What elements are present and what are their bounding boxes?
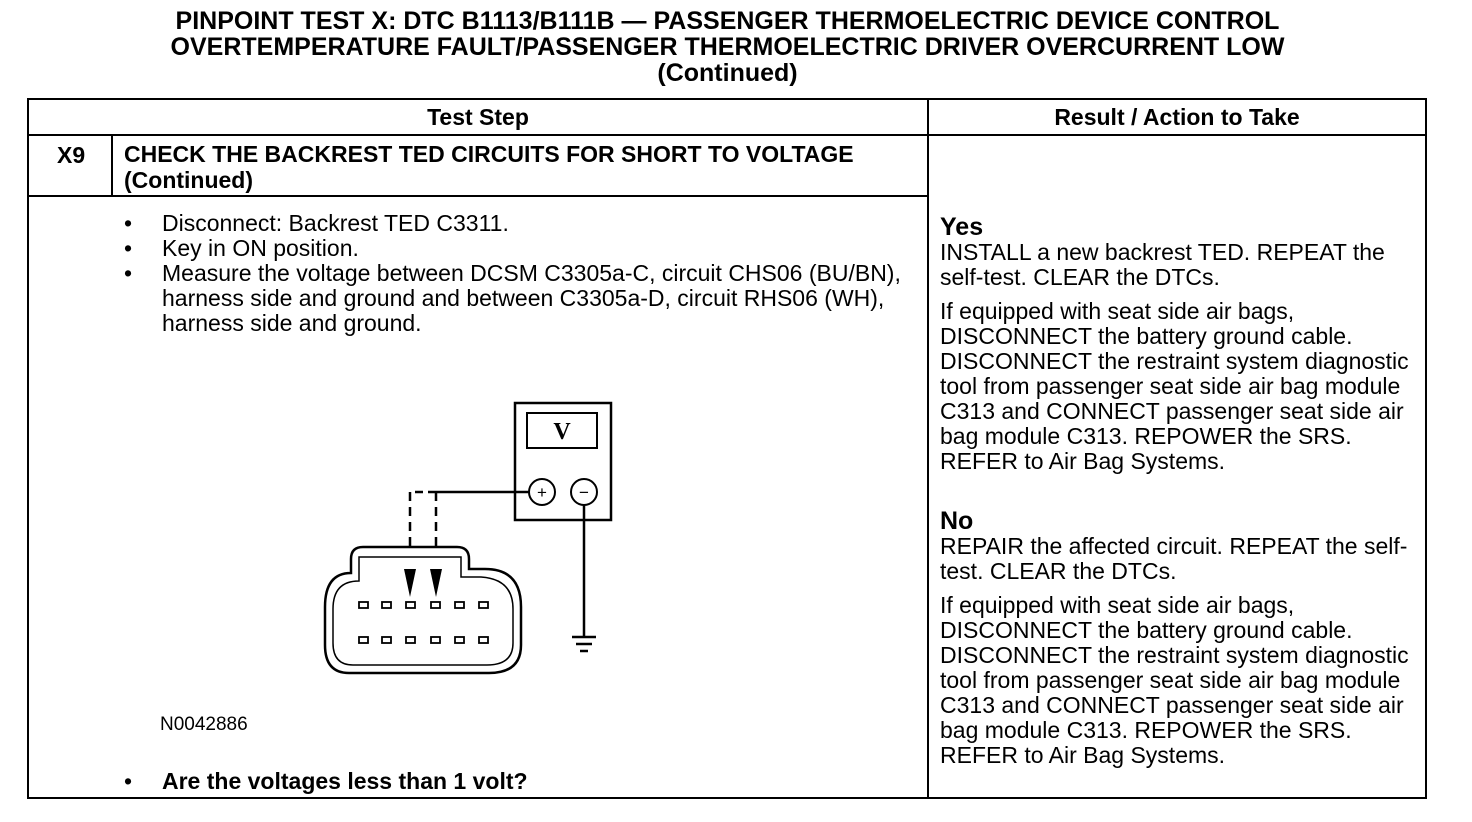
connector-pin <box>358 601 369 609</box>
step-question: • Are the voltages less than 1 volt? <box>124 768 528 795</box>
result-yes: Yes INSTALL a new backrest TED. REPEAT t… <box>940 214 1425 474</box>
connector-pin <box>478 636 489 644</box>
instruction-text: Disconnect: Backrest TED C3311. <box>162 210 509 236</box>
result-yes-note: If equipped with seat side air bags, DIS… <box>940 298 1409 474</box>
step-instructions: • Disconnect: Backrest TED C3311. • Key … <box>124 211 914 336</box>
question-text: Are the voltages less than 1 volt? <box>162 768 528 794</box>
minus-symbol: − <box>579 483 589 502</box>
connector-pin <box>381 601 392 609</box>
bullet-glyph: • <box>124 260 133 286</box>
instruction-text: Key in ON position. <box>162 235 359 261</box>
pinpoint-test-table: Test Step Result / Action to Take X9 CHE… <box>27 98 1427 799</box>
instruction-text: Measure the voltage between DCSM C3305a-… <box>162 260 901 336</box>
bullet-glyph: • <box>124 235 133 261</box>
result-no-action: REPAIR the affected circuit. REPEAT the … <box>940 533 1408 584</box>
list-item: • Key in ON position. <box>124 236 914 261</box>
probe-c-tip <box>404 569 416 597</box>
connector-pin <box>454 636 465 644</box>
connector-inner <box>332 556 514 666</box>
connector-body <box>323 545 523 675</box>
bullet-glyph: • <box>124 210 133 236</box>
page-title: PINPOINT TEST X: DTC B1113/B111B — PASSE… <box>0 8 1455 86</box>
list-item: • Disconnect: Backrest TED C3311. <box>124 211 914 236</box>
title-line-2: OVERTEMPERATURE FAULT/PASSENGER THERMOEL… <box>170 33 1285 61</box>
result-yes-label: Yes <box>940 213 984 241</box>
step-id: X9 <box>57 142 86 168</box>
result-no-note: If equipped with seat side air bags, DIS… <box>940 592 1409 768</box>
header-test-step: Test Step <box>427 104 529 130</box>
voltmeter-connector-diagram: V + − <box>323 401 613 675</box>
connector-pin <box>405 601 416 609</box>
pin-row-2 <box>358 636 489 644</box>
result-no: No REPAIR the affected circuit. REPEAT t… <box>940 508 1425 768</box>
list-item: • Measure the voltage between DCSM C3305… <box>124 261 914 336</box>
connector-pin <box>381 636 392 644</box>
step-title-rule <box>29 195 927 197</box>
title-line-1: PINPOINT TEST X: DTC B1113/B111B — PASSE… <box>175 7 1280 35</box>
connector-pin <box>405 636 416 644</box>
step-title: CHECK THE BACKREST TED CIRCUITS FOR SHOR… <box>124 141 854 193</box>
result-no-label: No <box>940 507 974 535</box>
connector-pin <box>430 601 441 609</box>
header-result: Result / Action to Take <box>1054 104 1300 130</box>
result-yes-action: INSTALL a new backrest TED. REPEAT the s… <box>940 239 1385 290</box>
title-line-3: (Continued) <box>657 59 798 87</box>
column-divider <box>927 100 929 797</box>
bullet-glyph: • <box>124 768 133 794</box>
connector-pin <box>454 601 465 609</box>
voltmeter-symbol: V <box>553 419 571 445</box>
plus-symbol: + <box>537 483 547 502</box>
step-id-divider <box>111 134 113 196</box>
header-rule <box>29 134 1425 136</box>
connector-pin <box>430 636 441 644</box>
voltmeter-display <box>526 412 598 449</box>
probe-d-tip <box>430 569 442 597</box>
pin-row-1 <box>358 601 489 609</box>
figure-id: N0042886 <box>160 714 248 735</box>
connector-pin <box>358 636 369 644</box>
connector-pin <box>478 601 489 609</box>
